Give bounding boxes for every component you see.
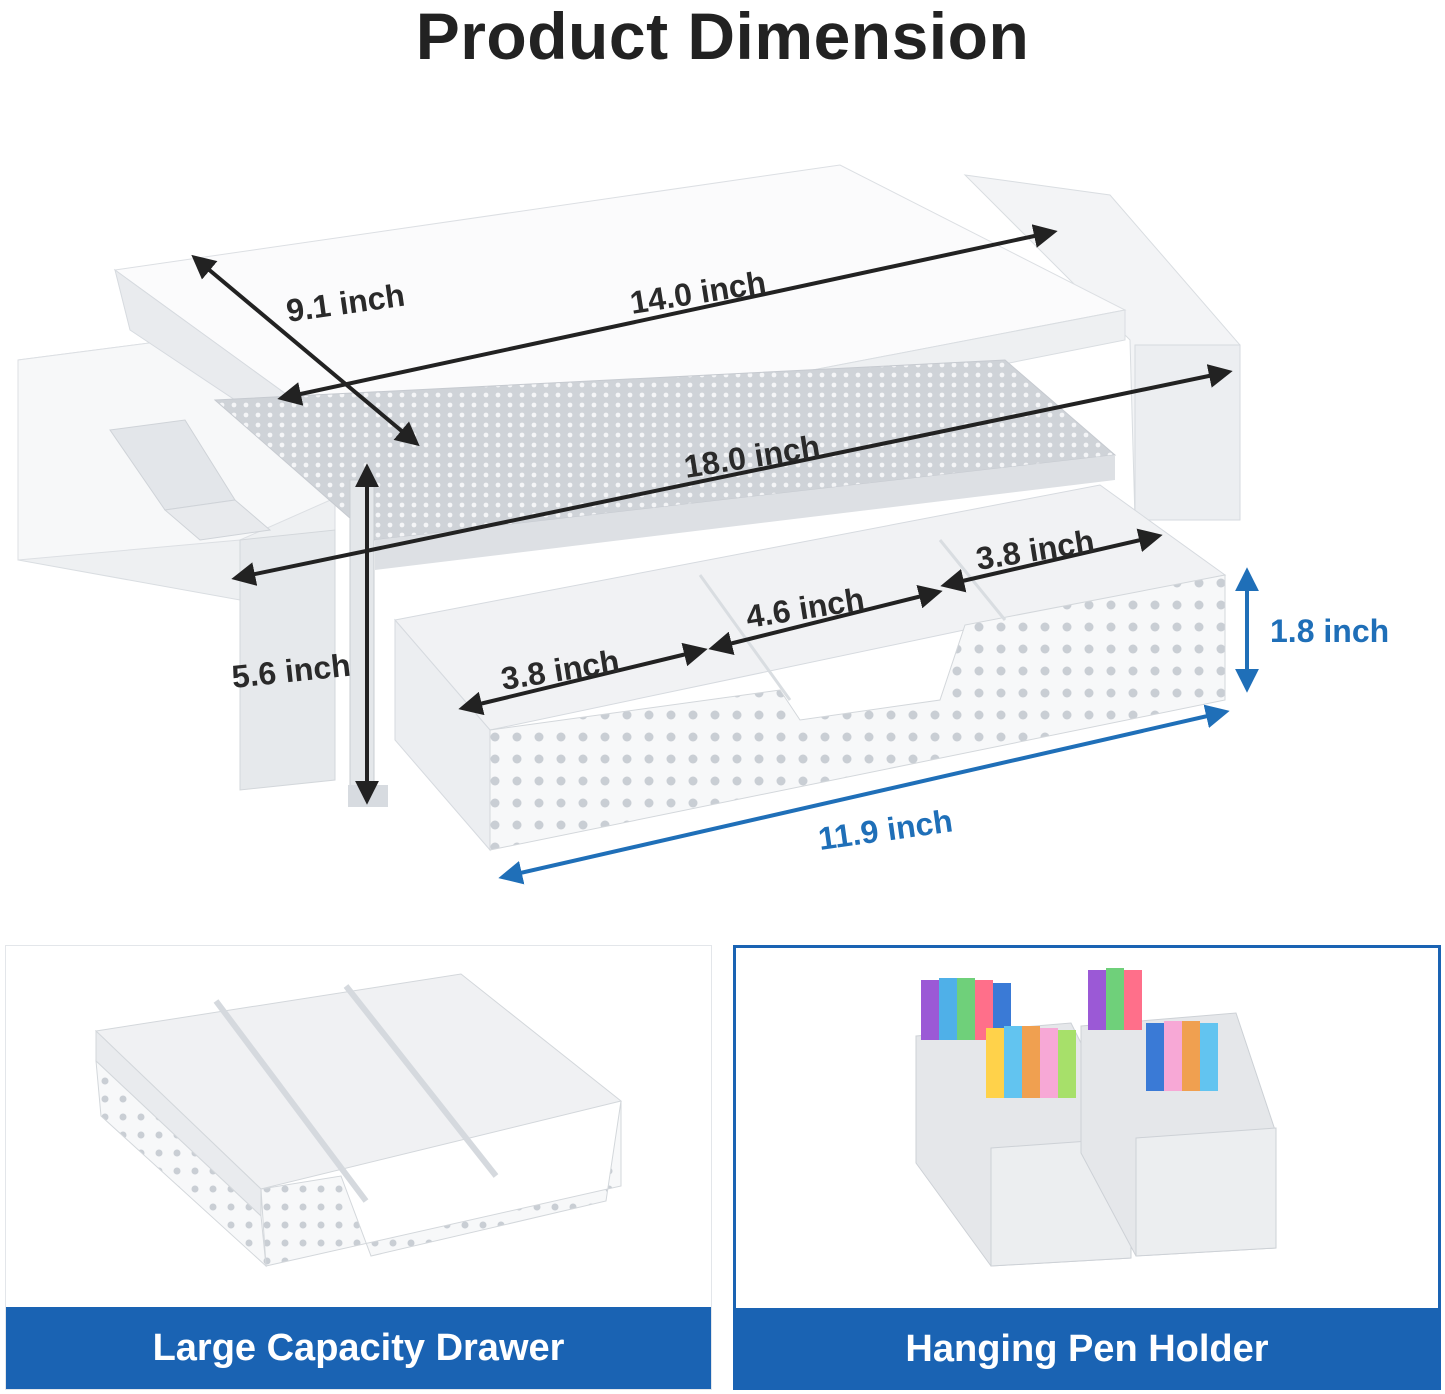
pen-holder-image (915, 968, 1277, 1267)
dimension-lines (191, 224, 1259, 885)
product-illustration: 9.1 inch 14.0 inch 18.0 inch 5.6 inch 3.… (17, 164, 1389, 885)
drawer-width-label: 11.9 inch (816, 802, 955, 856)
pen-holder-caption: Hanging Pen Holder (733, 1308, 1441, 1390)
drawer-feature-panel: Large Capacity Drawer (5, 945, 712, 1390)
page-title: Product Dimension (415, 0, 1030, 73)
pen-holder-feature-panel: Hanging Pen Holder (733, 945, 1441, 1390)
drawer-image (94, 973, 623, 1268)
drawer-caption: Large Capacity Drawer (6, 1307, 711, 1389)
drawer-height-label: 1.8 inch (1270, 613, 1389, 649)
